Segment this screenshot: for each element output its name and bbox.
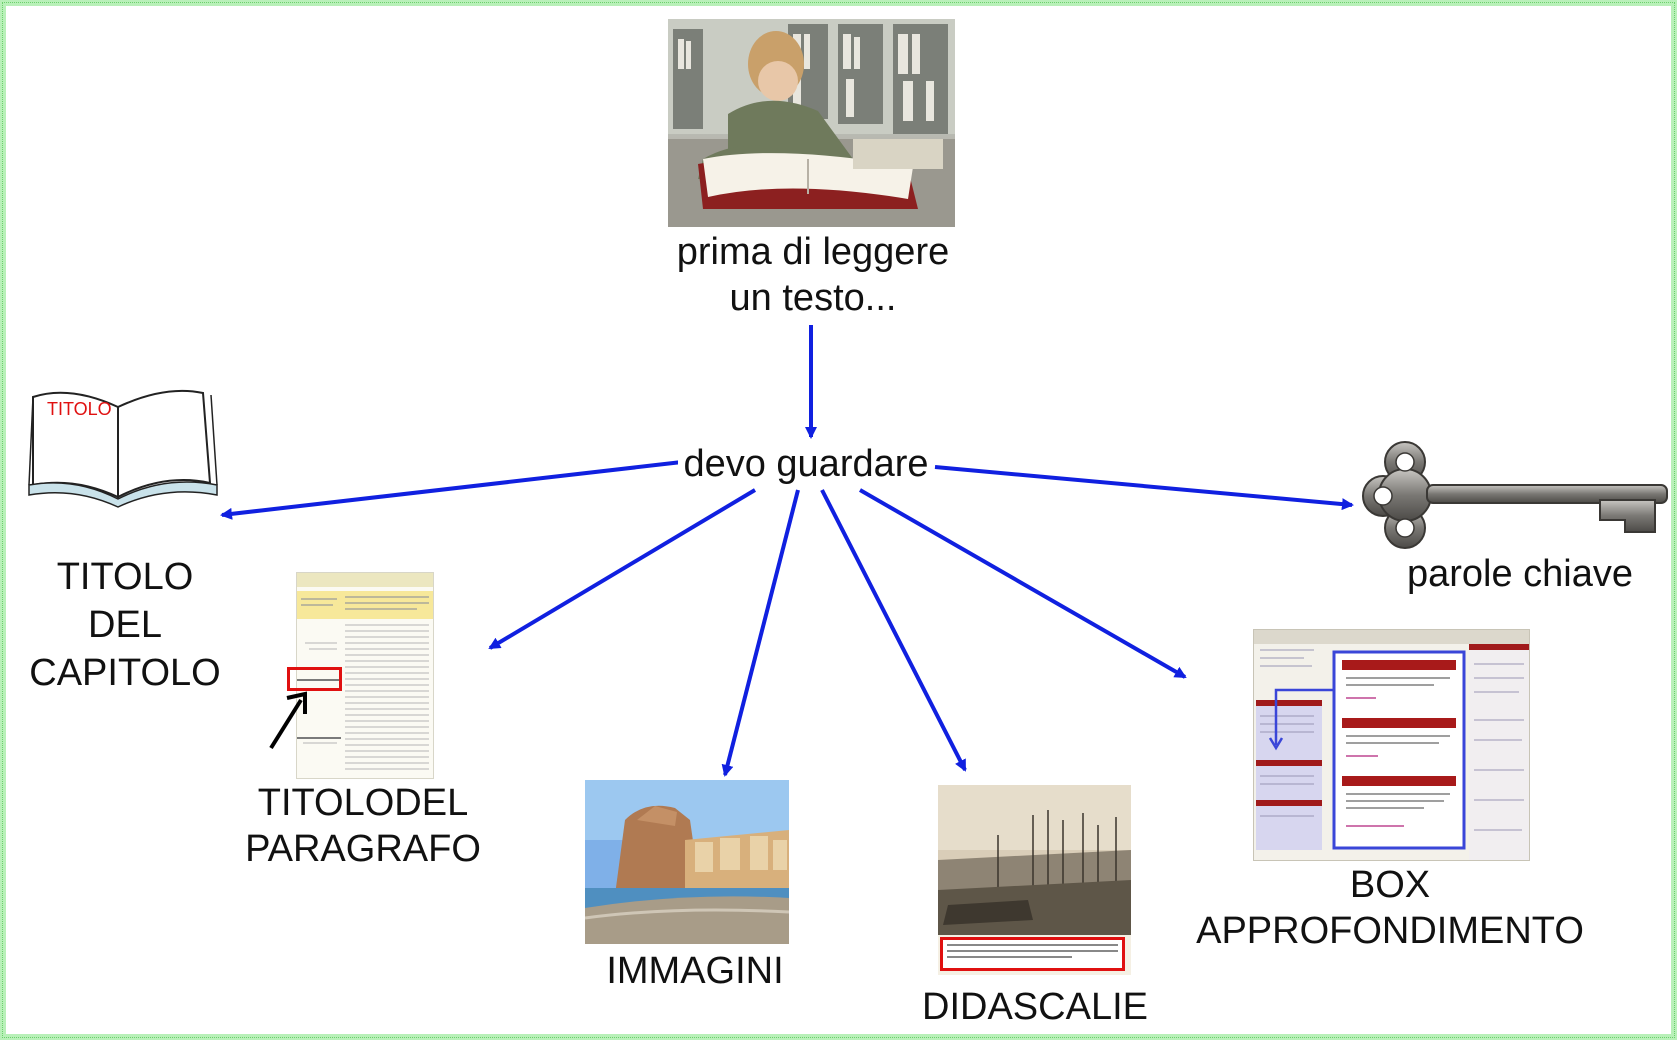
paragraph-title-highlight-box — [287, 667, 342, 691]
keywords-label: parole chiave — [1406, 553, 1634, 595]
open-book-icon: TITOLO — [25, 385, 220, 510]
root-label-line2: un testo... — [729, 277, 897, 319]
box-label-line1: BOX — [1349, 864, 1431, 906]
hub-node-label: devo guardare — [678, 441, 934, 487]
coastal-castle-photo — [585, 780, 789, 944]
pointing-arrow-icon — [269, 691, 307, 750]
chapter-title-line2: DEL — [88, 604, 162, 646]
arrow-hub-to-keywords — [934, 465, 1354, 511]
child-reading-photo — [668, 19, 955, 227]
paragraph-title-line2: PARAGRAFO — [245, 828, 481, 870]
textbook-page-thumbnail — [296, 572, 434, 779]
arrow-hub-to-paragraph-title — [488, 488, 757, 650]
historical-harbour-photo — [938, 785, 1131, 975]
book-title-text: TITOLO — [47, 399, 112, 419]
arrow-hub-to-chapter-title — [220, 460, 683, 520]
images-label: IMMAGINI — [606, 950, 784, 992]
key-icon — [1355, 440, 1675, 550]
paragraph-title-line1: TITOLODEL — [257, 782, 469, 824]
caption-highlight-box — [940, 937, 1125, 971]
root-node-label: prima di leggere un testo... — [648, 229, 978, 321]
paragraph-title-label: TITOLODEL PARAGRAFO — [223, 780, 503, 872]
box-label-line2: APPROFONDIMENTO — [1196, 910, 1584, 952]
arrow-hub-to-captions — [820, 489, 967, 772]
box-label: BOX APPROFONDIMENTO — [1180, 862, 1600, 954]
chapter-title-line3: CAPITOLO — [29, 652, 221, 694]
webpage-box-screenshot — [1253, 629, 1530, 861]
arrow-hub-to-box — [859, 488, 1187, 679]
captions-label: DIDASCALIE — [922, 986, 1148, 1028]
chapter-title-label: TITOLO DEL CAPITOLO — [10, 553, 240, 697]
chapter-title-line1: TITOLO — [56, 556, 194, 598]
root-label-line1: prima di leggere — [676, 231, 950, 273]
arrow-hub-to-images — [721, 489, 800, 777]
